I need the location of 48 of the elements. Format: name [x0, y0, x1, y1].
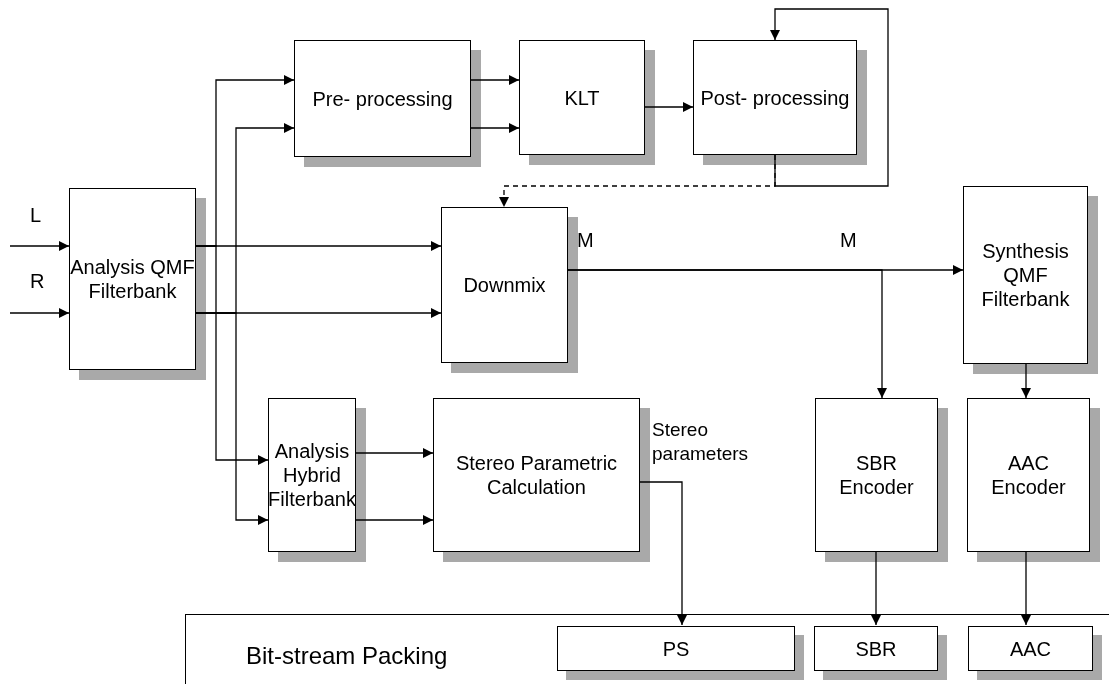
process-box	[963, 186, 1088, 364]
dashed-arrow	[499, 154, 776, 208]
box-label: PS	[662, 636, 690, 661]
arrow	[355, 515, 434, 525]
process-box	[294, 40, 471, 157]
box-label: Downmix	[463, 273, 546, 297]
box-label: Analysis QMF Filterbank	[70, 255, 195, 303]
box-label: Bit-stream Packing	[246, 644, 448, 668]
signal-label: M	[840, 229, 857, 252]
box-label: SBR Encoder	[838, 451, 915, 499]
arrow	[644, 102, 694, 112]
arrow	[9, 241, 70, 251]
box-label: SBR	[855, 636, 897, 661]
box-label: AAC	[1009, 636, 1052, 661]
process-box	[185, 614, 1109, 684]
signal-label: L	[30, 204, 42, 227]
process-box	[967, 398, 1090, 552]
process-box	[69, 188, 196, 370]
box-label: Synthesis QMF Filterbank	[980, 239, 1071, 311]
arrow	[470, 123, 520, 133]
box-label: AAC Encoder	[990, 451, 1067, 499]
field-box	[557, 626, 795, 671]
box-label: Stereo Parametric Calculation	[454, 451, 619, 499]
signal-label: M	[577, 229, 594, 252]
process-box	[519, 40, 645, 155]
arrow	[9, 308, 70, 318]
box-label: KLT	[564, 85, 600, 110]
box-label: Analysis Hybrid Filterbank	[268, 439, 356, 511]
arrow	[639, 481, 687, 626]
arrow	[1021, 363, 1031, 399]
arrow	[567, 269, 887, 399]
box-label: Pre- processing	[312, 86, 453, 111]
process-box	[268, 398, 356, 552]
box-label: Post- processing	[700, 85, 850, 110]
process-box	[693, 40, 857, 155]
arrow	[871, 551, 881, 626]
field-box	[968, 626, 1093, 671]
arrow	[470, 75, 520, 85]
arrow	[195, 245, 269, 465]
arrow	[195, 312, 269, 525]
arrow	[1021, 551, 1031, 626]
field-box	[814, 626, 938, 671]
arrow	[355, 448, 434, 458]
process-box	[815, 398, 938, 552]
process-box	[433, 398, 640, 552]
arrow	[770, 8, 889, 187]
process-box	[441, 207, 568, 363]
signal-label: R	[30, 270, 45, 293]
